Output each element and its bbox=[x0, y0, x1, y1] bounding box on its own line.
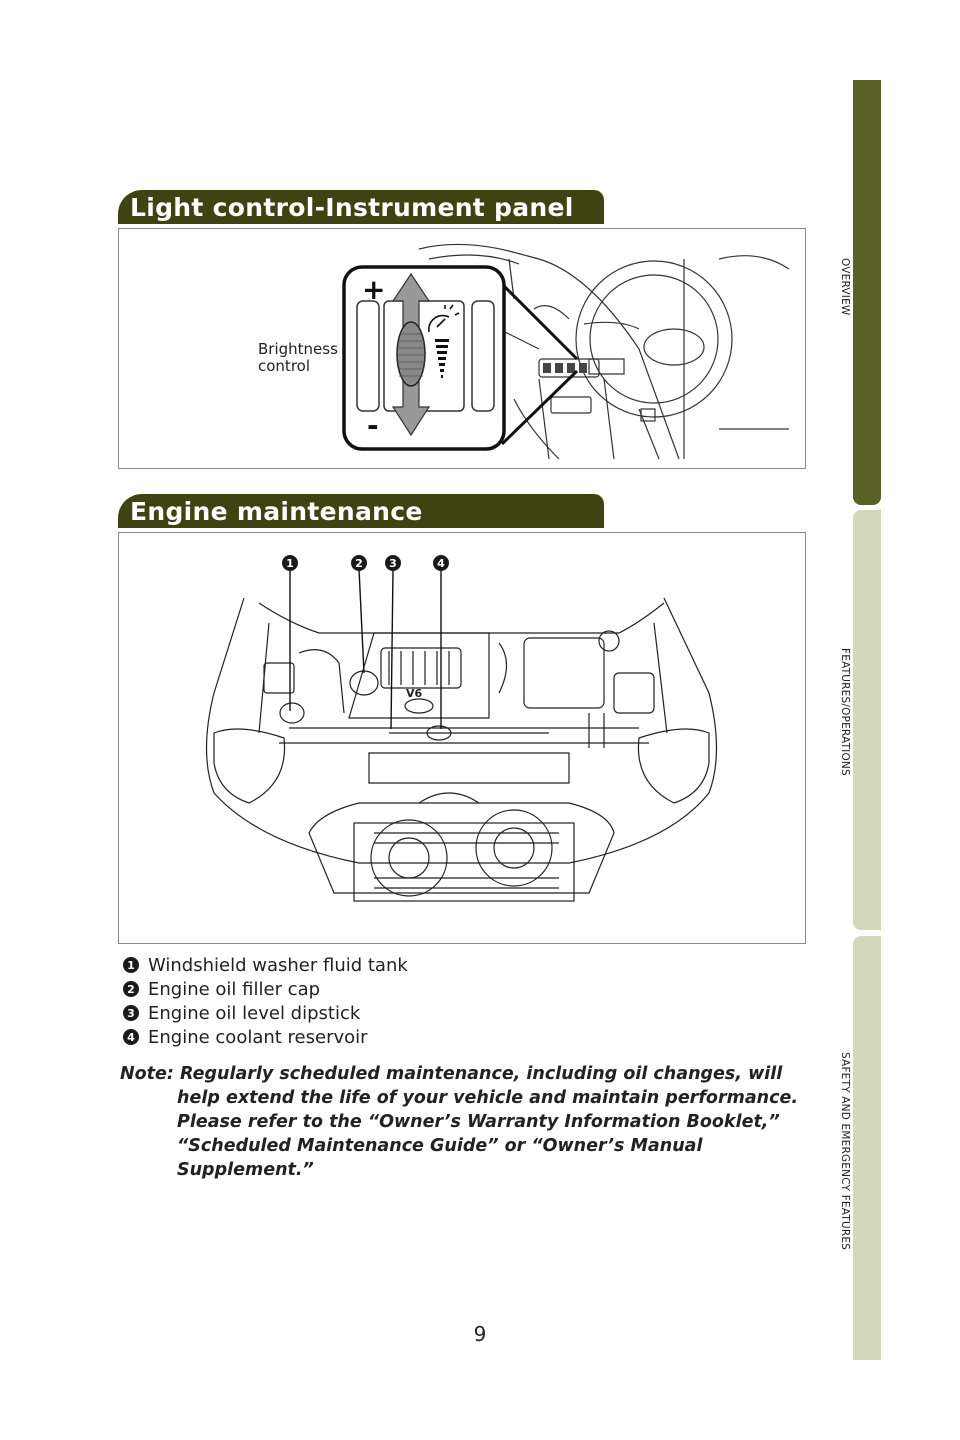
engine-badge-2: 2 bbox=[351, 555, 367, 571]
light-control-illustration: Brightness control + - bbox=[118, 228, 806, 469]
legend-label: Engine coolant reservoir bbox=[148, 1026, 368, 1048]
side-tab-overview[interactable] bbox=[853, 80, 881, 505]
legend-label: Engine oil level dipstick bbox=[148, 1002, 361, 1024]
brightness-control-label: Brightness control bbox=[258, 341, 338, 375]
legend-number: 2 bbox=[123, 981, 139, 997]
note-prefix: Note: bbox=[120, 1064, 174, 1084]
note-body: Regularly scheduled maintenance, includi… bbox=[177, 1064, 798, 1180]
engine-badge-4: 4 bbox=[433, 555, 449, 571]
legend-item: 1 Windshield washer fluid tank bbox=[123, 953, 408, 977]
engine-badge-3: 3 bbox=[385, 555, 401, 571]
legend-item: 3 Engine oil level dipstick bbox=[123, 1001, 408, 1025]
v6-label: V6 bbox=[406, 687, 423, 700]
engine-bay-illustration: V6 1 2 3 4 bbox=[118, 532, 806, 944]
brightness-label-line2: control bbox=[258, 357, 310, 375]
legend-number: 1 bbox=[123, 957, 139, 973]
side-tab-safety[interactable] bbox=[853, 936, 881, 1360]
legend-label: Engine oil filler cap bbox=[148, 978, 321, 1000]
side-tab-label-overview[interactable]: OVERVIEW bbox=[839, 258, 851, 316]
section-header-light-control: Light control-Instrument panel bbox=[118, 190, 604, 224]
engine-legend: 1 Windshield washer fluid tank 2 Engine … bbox=[123, 953, 408, 1049]
engine-badge-1: 1 bbox=[282, 555, 298, 571]
dashboard-drawing bbox=[342, 243, 790, 460]
side-tab-label-features[interactable]: FEATURES/OPERATIONS bbox=[839, 648, 851, 776]
plus-symbol: + bbox=[362, 273, 386, 306]
legend-number: 3 bbox=[123, 1005, 139, 1021]
legend-number: 4 bbox=[123, 1029, 139, 1045]
maintenance-note: Note: Regularly scheduled maintenance, i… bbox=[120, 1062, 800, 1182]
legend-item: 2 Engine oil filler cap bbox=[123, 977, 408, 1001]
side-tab-label-safety[interactable]: SAFETY AND EMERGENCY FEATURES bbox=[839, 1052, 851, 1251]
minus-symbol: - bbox=[367, 409, 379, 442]
brightness-label-line1: Brightness bbox=[258, 340, 338, 358]
section-header-engine-maintenance: Engine maintenance bbox=[118, 494, 604, 528]
side-tab-features[interactable] bbox=[853, 510, 881, 930]
page-number: 9 bbox=[473, 1322, 487, 1346]
engine-drawing bbox=[205, 568, 718, 902]
legend-item: 4 Engine coolant reservoir bbox=[123, 1025, 408, 1049]
legend-label: Windshield washer fluid tank bbox=[148, 954, 408, 976]
